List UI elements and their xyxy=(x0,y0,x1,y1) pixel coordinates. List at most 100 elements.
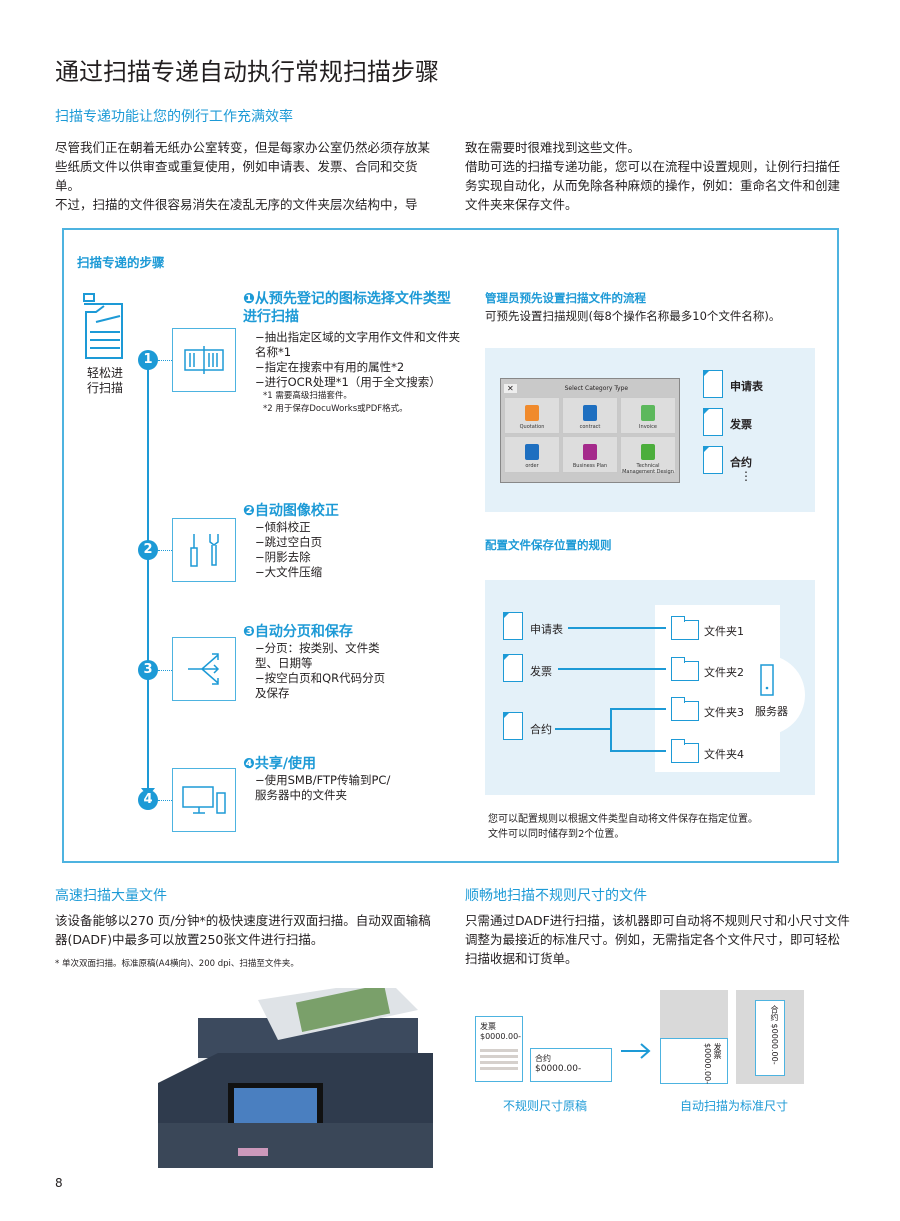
page-title: 通过扫描专递自动执行常规扫描步骤 xyxy=(55,58,439,86)
step-1-badge: 1 xyxy=(138,350,158,370)
category-tile[interactable]: Business Plan xyxy=(562,436,618,473)
split-arrows-icon xyxy=(188,653,220,685)
barcode-icon xyxy=(184,346,224,374)
step-item: −跳过空白页 xyxy=(255,535,323,549)
category-icon xyxy=(525,405,539,421)
step-note: *2 用于保存DocuWorks或PDF格式。 xyxy=(263,404,408,414)
dialog-title: Select Category Type xyxy=(564,384,629,392)
folder-label: 文件夹4 xyxy=(704,748,744,761)
category-icon xyxy=(641,405,655,421)
printer-image xyxy=(158,988,433,1168)
rotated-invoice: 发票 $0000.00- xyxy=(660,1038,728,1084)
folder-label: 文件夹3 xyxy=(704,706,744,719)
category-tile[interactable]: Invoice xyxy=(620,397,676,434)
scanner-label: 轻松进行扫描 xyxy=(87,366,124,395)
step-item: −使用SMB/FTP传输到PC/服务器中的文件夹 xyxy=(255,773,391,802)
step-item: −分页：按类别、文件类型、日期等 xyxy=(255,641,380,670)
step-1: ❶从预先登记的图标选择文件类型进行扫描 −抽出指定区域的文字用作文件和文件夹名称… xyxy=(243,290,463,416)
step-note: *1 需要高级扫描套件。 xyxy=(263,391,352,401)
folder-label: 文件夹1 xyxy=(704,625,744,638)
split-icon-box xyxy=(172,637,236,701)
select-category-dialog: ✕ Select Category Type Quotation contract I… xyxy=(500,378,680,483)
category-label: Invoice xyxy=(639,424,657,430)
admin-desc: 可预先设置扫描规则(每8个操作名称最多10个文件名称)。 xyxy=(485,309,781,323)
document-icon xyxy=(703,446,723,474)
step-1-title: ❶从预先登记的图标选择文件类型进行扫描 xyxy=(243,291,451,325)
route-arrow xyxy=(568,627,666,629)
step-item: −倾斜校正 xyxy=(255,520,311,534)
intro-right: 致在需要时很难找到这些文件。 借助可选的扫描专递功能，您可以在流程中设置规则，让… xyxy=(465,140,841,212)
slip-title: 合约 xyxy=(535,1054,551,1063)
category-icon xyxy=(583,444,597,460)
document-icon xyxy=(703,408,723,436)
step-item: −抽出指定区域的文字用作文件和文件夹名称*1 xyxy=(255,330,461,359)
route-arrow xyxy=(558,668,666,670)
category-tile[interactable]: order xyxy=(504,436,560,473)
category-icon xyxy=(525,444,539,460)
slip-amount: $0000.00- xyxy=(770,1023,779,1065)
intro-subtitle: 扫描专递功能让您的例行工作充满效率 xyxy=(55,109,293,125)
caption-left: 不规则尺寸原稿 xyxy=(503,1099,588,1113)
caption-right: 自动扫描为标准尺寸 xyxy=(680,1099,789,1113)
tools-icon xyxy=(190,534,219,567)
route-line xyxy=(555,728,610,730)
route-arrow xyxy=(610,750,666,752)
slip-title: 发票 xyxy=(713,1043,722,1059)
step-4: ❹共享/使用 −使用SMB/FTP传输到PC/服务器中的文件夹 xyxy=(243,755,393,803)
slip-amount: $0000.00- xyxy=(535,1064,582,1074)
steps-heading: 扫描专递的步骤 xyxy=(77,255,165,270)
step-2-title: ❷自动图像校正 xyxy=(243,503,339,519)
step-3-title: ❸自动分页和保存 xyxy=(243,624,353,640)
route-arrow xyxy=(610,708,666,710)
barcode-icon-box xyxy=(172,328,236,392)
doc-type-label: 合约 xyxy=(530,723,552,736)
route-line xyxy=(610,708,612,750)
rules-note: 您可以配置规则以根据文件类型自动将文件保存在指定位置。文件可以同时储存到2个位置… xyxy=(488,812,758,842)
slip-title: 发票 xyxy=(480,1022,496,1031)
admin-heading: 管理员预先设置扫描文件的流程 xyxy=(485,291,646,305)
connector xyxy=(158,360,172,361)
document-icon xyxy=(503,654,523,682)
category-label: Technical Management Design xyxy=(622,463,674,475)
document-icon xyxy=(503,612,523,640)
page-number: 8 xyxy=(55,1176,63,1190)
step-2-badge: 2 xyxy=(138,540,158,560)
category-icon xyxy=(641,444,655,460)
category-tile[interactable]: Technical Management Design xyxy=(620,436,676,475)
document-icon xyxy=(703,370,723,398)
doc-type-label: 发票 xyxy=(730,418,752,431)
step-item: −进行OCR处理*1（用于全文搜索） xyxy=(255,375,441,389)
more-ellipsis: ⋮ xyxy=(740,469,752,483)
step-3: ❸自动分页和保存 −分页：按类别、文件类型、日期等 −按空白页和QR代码分页及保… xyxy=(243,623,393,701)
dialog-close-button[interactable]: ✕ xyxy=(504,383,517,393)
folder-icon xyxy=(670,616,699,640)
step-4-badge: 4 xyxy=(138,790,158,810)
slip-amount: $0000.00- xyxy=(480,1032,522,1041)
step-item: −大文件压缩 xyxy=(255,565,323,579)
scanner-icon xyxy=(83,293,123,359)
server-label: 服务器 xyxy=(755,705,788,718)
category-label: Business Plan xyxy=(572,463,608,469)
folder-label: 文件夹2 xyxy=(704,666,744,679)
document-icon xyxy=(503,712,523,740)
connector xyxy=(158,800,172,801)
category-tile[interactable]: contract xyxy=(562,397,618,434)
highspeed-text: 该设备能够以270 页/分钟*的极快速度进行双面扫描。自动双面输稿器(DADF)… xyxy=(55,913,431,947)
doc-type-label: 合约 xyxy=(730,456,752,469)
intro-left: 尽管我们正在朝着无纸办公室转变，但是每家办公室仍然必须存放某些纸质文件以供审查或… xyxy=(55,140,431,212)
step-3-badge: 3 xyxy=(138,660,158,680)
highspeed-footnote: * 单次双面扫描。标准原稿(A4横向)、200 dpi、扫描至文件夹。 xyxy=(55,959,299,969)
connector xyxy=(158,670,172,671)
step-2: ❷自动图像校正 −倾斜校正 −跳过空白页 −阴影去除 −大文件压缩 xyxy=(243,502,443,580)
category-label: contract xyxy=(579,424,601,430)
pc-icon-box xyxy=(172,768,236,832)
step-4-title: ❹共享/使用 xyxy=(243,756,316,772)
step-item: −阴影去除 xyxy=(255,550,311,564)
category-icon xyxy=(583,405,597,421)
irregular-heading: 顺畅地扫描不规则尺寸的文件 xyxy=(465,888,647,904)
slip-title: 合约 xyxy=(770,1005,779,1021)
tools-icon-box xyxy=(172,518,236,582)
category-tile[interactable]: Quotation xyxy=(504,397,560,434)
highspeed-heading: 高速扫描大量文件 xyxy=(55,888,167,904)
folder-icon xyxy=(670,697,699,721)
